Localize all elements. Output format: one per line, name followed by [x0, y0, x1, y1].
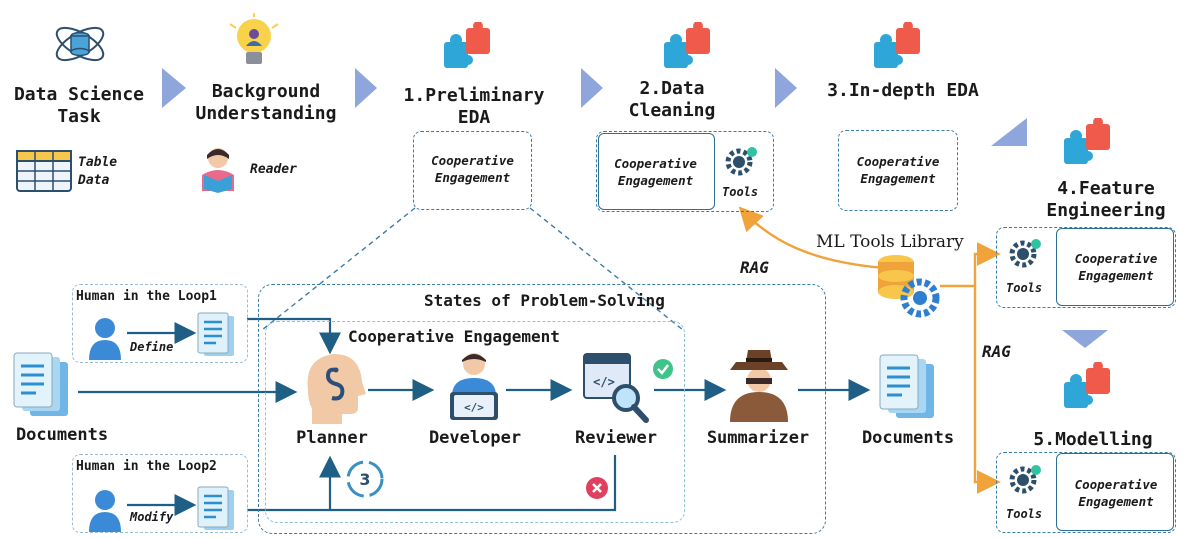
document-icon	[197, 486, 234, 530]
cross-icon	[586, 477, 608, 499]
feature-coop-label: Cooperative Engagement	[1074, 251, 1158, 283]
puzzle-icon-eda1	[444, 22, 490, 68]
svg-text:</>: </>	[464, 401, 484, 414]
modelling-engagement-box	[996, 452, 1176, 533]
stage-background-understanding: Background Understanding	[195, 81, 337, 124]
stage-modelling: 5.Modelling	[1033, 429, 1153, 450]
feature-coop-inner	[1056, 228, 1174, 306]
rag-curve	[738, 206, 886, 270]
documents-right-label: Documents	[861, 428, 955, 448]
cleaning-coop-label: Cooperative Engagement	[614, 156, 697, 188]
puzzle-icon-modelling	[1064, 362, 1110, 408]
eda1-engagement-box	[413, 131, 532, 210]
flow-arrow-2	[355, 68, 377, 108]
stage-indepth-eda: 3.In-depth EDA	[827, 80, 979, 101]
atom-database-icon	[55, 26, 105, 62]
eda3-coop-label: Cooperative Engagement	[856, 154, 940, 186]
flow-arrow-6	[1062, 330, 1108, 348]
stage-data-cleaning: 2.Data Cleaning	[628, 78, 716, 121]
gear-icon	[725, 147, 757, 176]
reader-label: Reader	[250, 162, 297, 177]
table-icon	[16, 150, 72, 192]
flow-arrow-5	[991, 118, 1027, 146]
hitl1-title: Human in the Loop1	[76, 289, 217, 304]
stage-preliminary-eda: 1.Preliminary EDA	[403, 85, 545, 128]
document-icon	[197, 312, 234, 356]
reviewer-code-magnifier-icon: </>	[583, 353, 649, 423]
ml-library-database-icon	[878, 255, 940, 318]
table-data-label: Table Data	[78, 155, 118, 188]
documents-stack-icon	[13, 352, 68, 416]
eda3-engagement-box	[838, 130, 958, 211]
hitl2-action: Modify	[130, 510, 174, 524]
rag-label-top: RAG	[740, 258, 769, 277]
user-icon	[89, 318, 121, 360]
cleaning-coop-inner	[598, 133, 715, 210]
feature-tools-label: Tools	[1006, 281, 1043, 295]
gear-icon	[1009, 239, 1041, 268]
documents-stack-icon	[879, 354, 934, 418]
hitl2-title: Human in the Loop2	[76, 459, 217, 474]
coop-engagement-title: Cooperative Engagement	[348, 327, 560, 346]
developer-icon: </>	[450, 353, 498, 420]
summarizer-label: Summarizer	[706, 428, 810, 448]
summarizer-detective-icon	[730, 350, 788, 422]
cooperative-engagement-box	[265, 321, 685, 523]
ml-tools-library-label: ML Tools Library	[816, 232, 964, 252]
stage-data-science-task: Data Science Task	[13, 84, 145, 127]
flow-arrow-3	[581, 68, 603, 108]
developer-label: Developer	[428, 428, 522, 448]
puzzle-icon-cleaning	[664, 22, 710, 68]
modelling-coop-label: Cooperative Engagement	[1074, 477, 1158, 509]
zoom-line-left	[261, 207, 416, 331]
states-of-problem-solving-box	[258, 284, 826, 534]
gear-icon	[1009, 465, 1041, 494]
hitl1-box	[72, 284, 248, 363]
zoom-line-right	[529, 207, 684, 331]
planner-label: Planner	[296, 428, 368, 448]
stage-feature-engineering: 4.Feature Engineering	[1046, 178, 1166, 221]
hitl2-box	[72, 454, 248, 533]
feature-engagement-box	[996, 227, 1176, 308]
reviewer-label: Reviewer	[575, 428, 657, 448]
cleaning-engagement-box	[596, 131, 774, 212]
loop-count: 3	[359, 470, 370, 489]
user-icon	[89, 490, 121, 532]
puzzle-icon-feature	[1064, 118, 1110, 164]
lightbulb-icon	[229, 13, 279, 64]
modelling-coop-inner	[1056, 453, 1174, 531]
loop-counter-icon: 3	[346, 460, 384, 498]
modelling-tools-label: Tools	[1006, 507, 1043, 521]
rag-label-bottom: RAG	[982, 342, 1011, 361]
check-icon	[653, 359, 673, 379]
states-title: States of Problem-Solving	[424, 291, 665, 310]
flow-arrow-1	[162, 68, 186, 108]
documents-left-label: Documents	[15, 425, 109, 445]
svg-text:</>: </>	[593, 375, 615, 389]
puzzle-icon-eda3	[874, 22, 920, 68]
flow-arrow-4	[775, 68, 797, 108]
reader-icon	[202, 148, 234, 193]
planner-head-icon	[307, 354, 366, 424]
eda1-coop-label: Cooperative Engagement	[431, 153, 514, 185]
hitl1-action: Define	[130, 340, 174, 354]
cleaning-tools-label: Tools	[722, 185, 759, 199]
